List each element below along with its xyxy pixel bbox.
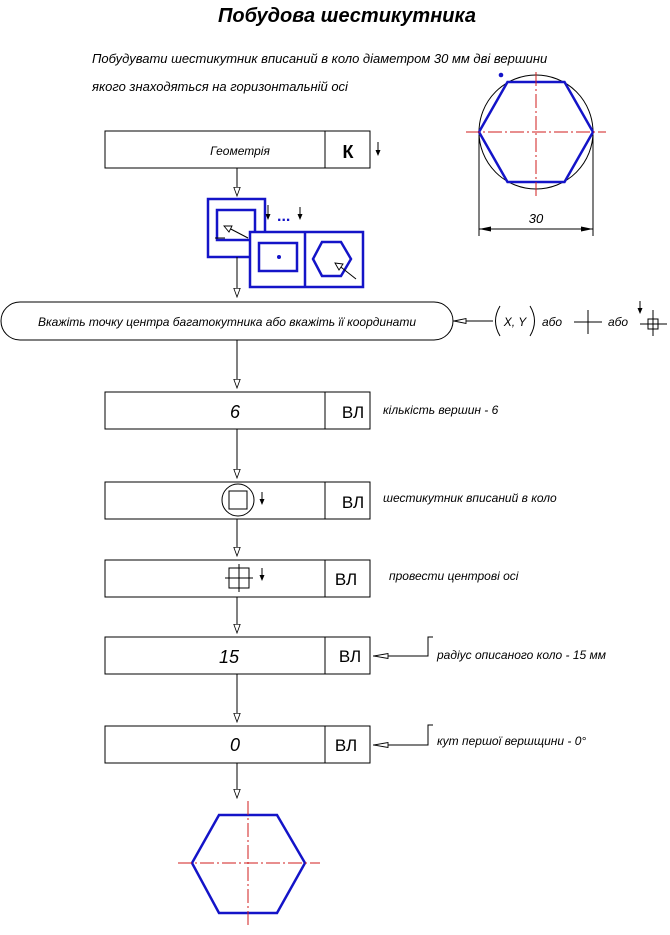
step-key: ВЛ: [342, 493, 364, 512]
center-axes-icon: [225, 564, 253, 592]
command-prompt: Вкажіть точку центра багатокутника або в…: [0, 301, 454, 341]
leader-line: [373, 724, 433, 749]
step-note: кут першої вершщини - 0°: [437, 734, 586, 748]
step-key: ВЛ: [339, 647, 361, 666]
result-hexagon-drawing: [178, 801, 320, 928]
task-line-2: якого знаходяться на горизонтальній осі: [91, 79, 349, 94]
more-dots: ...: [277, 208, 290, 225]
crosshair-box-icon: [637, 301, 667, 336]
step-note: кількість вершин - 6: [383, 403, 499, 417]
reference-hexagon-drawing: 30: [466, 72, 606, 236]
geometry-menu-box[interactable]: Геометрія К: [104, 130, 371, 169]
step-box-first-vertex-angle[interactable]: 0 ВЛ: [104, 725, 371, 764]
crosshair-icon: [574, 310, 602, 334]
or-label-2: або: [608, 315, 628, 329]
page-title: Побудова шестикутника: [218, 5, 476, 27]
geometry-menu-key: К: [343, 142, 355, 162]
step-value: 6: [230, 402, 241, 422]
step-note: провести центрові осі: [389, 569, 519, 583]
dimension-label: 30: [529, 211, 544, 226]
step-value: 0: [230, 735, 240, 755]
polygon-toolbar-icons: ...: [206, 197, 365, 289]
coordinates-input[interactable]: X, Y: [503, 315, 527, 329]
prompt-text: Вкажіть точку центра багатокутника або в…: [38, 315, 416, 329]
step-key: ВЛ: [335, 570, 357, 589]
coordinate-input-options: X, Y або або: [453, 301, 667, 337]
small-down-arrow-icon: [375, 142, 381, 156]
step-box-inscribed-mode[interactable]: ВЛ: [104, 481, 371, 520]
or-label-1: або: [542, 315, 562, 329]
step-box-radius[interactable]: 15 ВЛ: [104, 636, 371, 675]
step-box-vertex-count[interactable]: 6 ВЛ: [104, 391, 371, 430]
step-key: ВЛ: [335, 736, 357, 755]
step-value: 15: [219, 647, 240, 667]
step-key: ВЛ: [342, 403, 364, 422]
step-note: радіус описаного коло - 15 мм: [436, 648, 606, 662]
reference-point: [498, 72, 504, 78]
inscribed-circle-icon: [221, 483, 255, 517]
leader-line: [373, 636, 433, 660]
geometry-menu-label: Геометрія: [210, 144, 270, 158]
task-line-1: Побудувати шестикутник вписаний в коло д…: [92, 51, 547, 66]
step-box-center-axes[interactable]: ВЛ: [104, 559, 371, 598]
hexagon-tool-icon[interactable]: [311, 240, 353, 278]
step-note: шестикутник вписаний в коло: [383, 491, 557, 505]
